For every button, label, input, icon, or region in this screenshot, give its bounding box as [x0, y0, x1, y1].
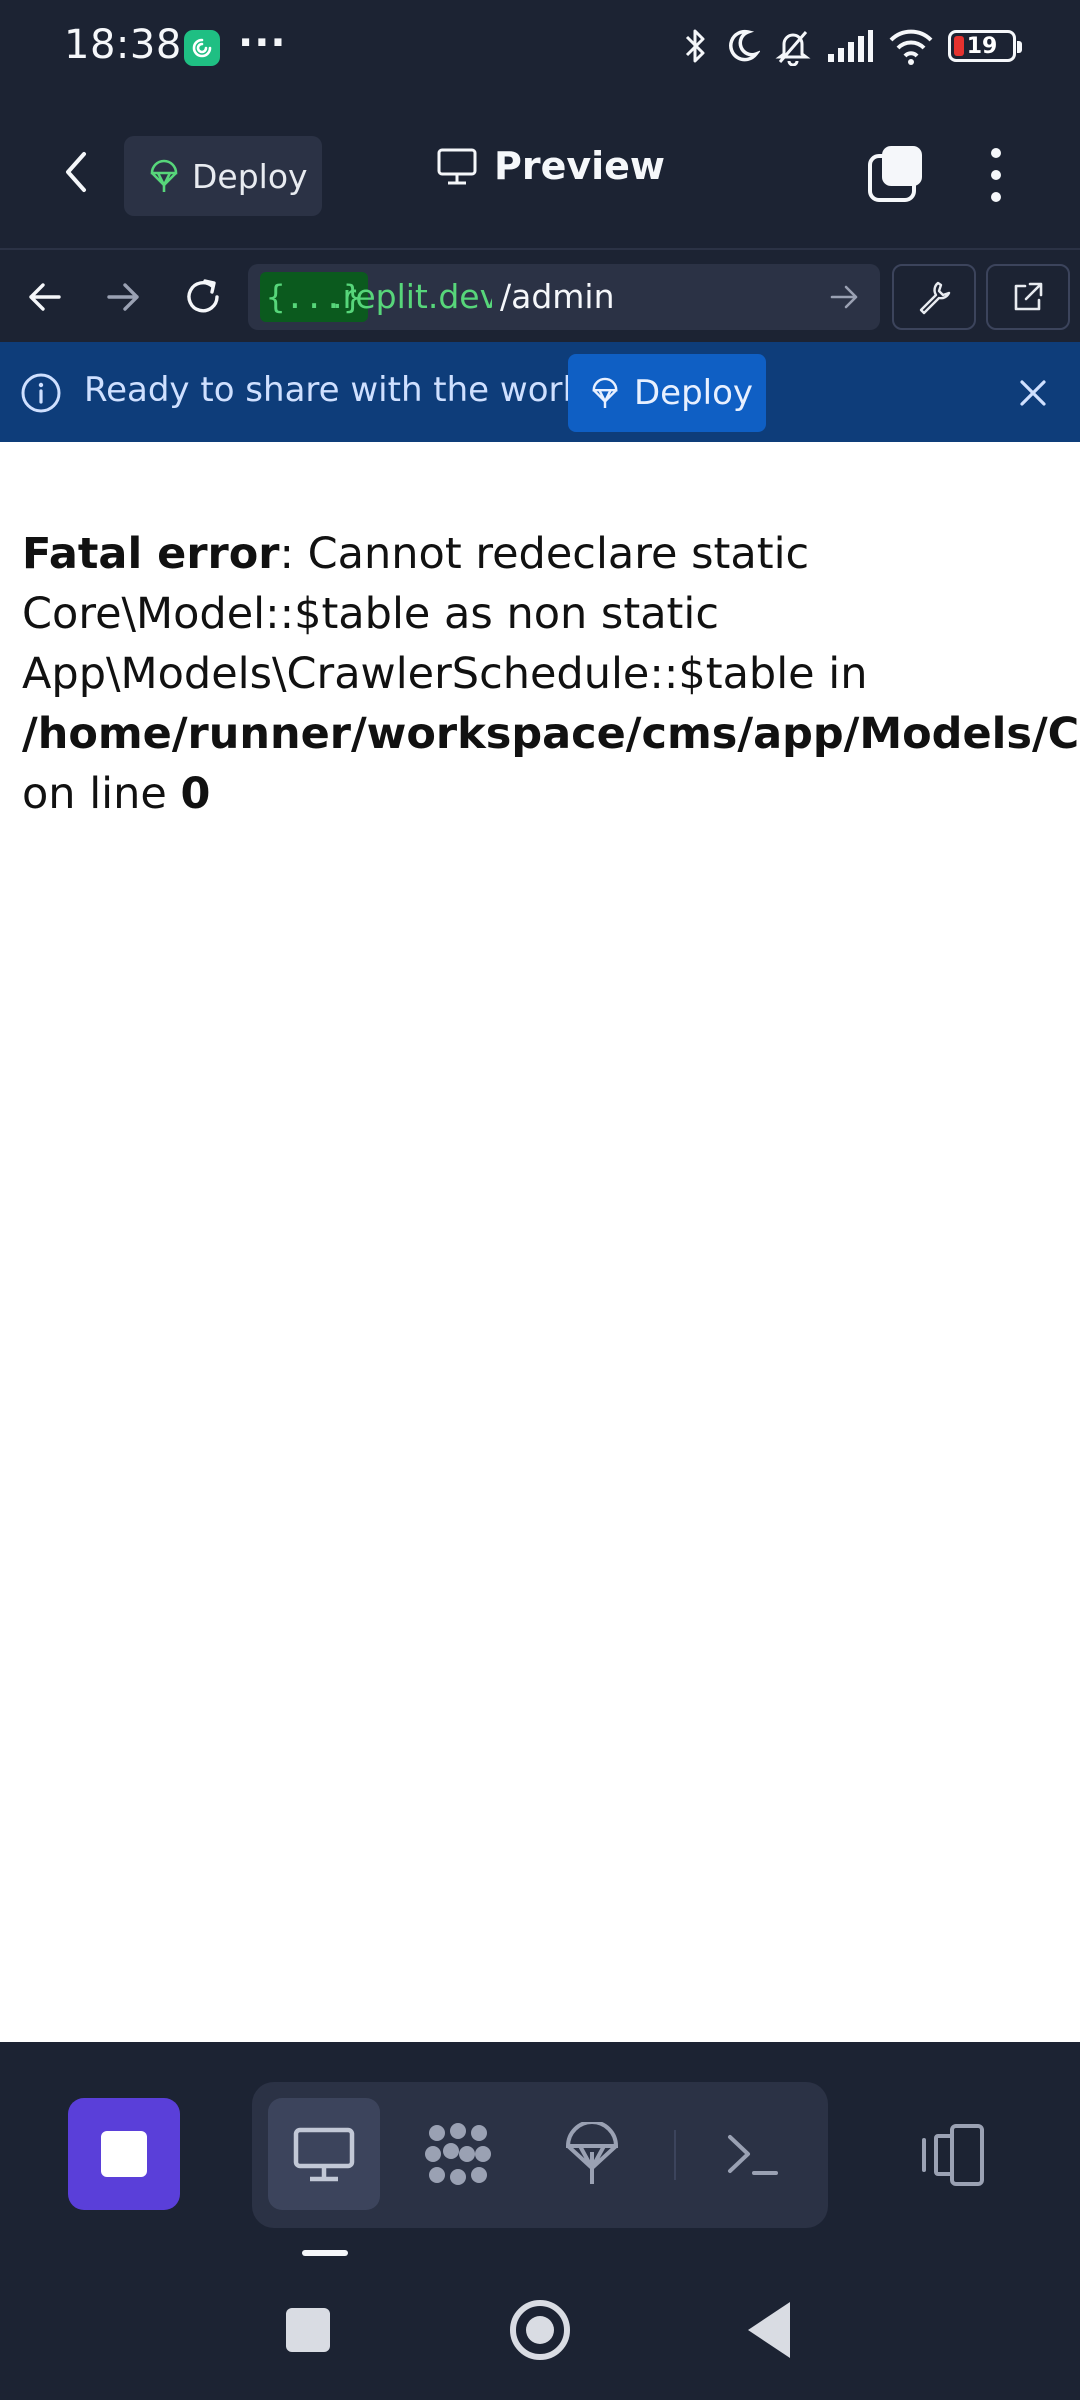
browser-back-button[interactable] [20, 272, 70, 322]
battery-level: 19 [966, 33, 998, 59]
deploy-tab-label: Deploy [192, 156, 308, 196]
banner-deploy-button[interactable]: Deploy [568, 354, 766, 432]
error-file-path: /home/runner/workspace/cms/app/Models/Cr… [22, 704, 1080, 764]
url-env-badge: {...} [260, 272, 369, 322]
stop-icon [101, 2131, 147, 2177]
system-back-button[interactable] [748, 2302, 790, 2358]
drag-handle[interactable] [302, 2250, 348, 2256]
deploy-icon [565, 2122, 619, 2184]
monitor-icon [293, 2127, 355, 2182]
home-button[interactable] [510, 2300, 570, 2360]
banner-deploy-label: Deploy [634, 373, 754, 413]
devtools-button[interactable] [892, 264, 976, 330]
tool-divider [674, 2130, 676, 2180]
url-path: /admin [492, 272, 615, 322]
external-link-icon [1014, 282, 1043, 311]
reload-button[interactable] [178, 272, 228, 322]
more-options-button[interactable] [966, 140, 1026, 210]
terminal-icon [728, 2135, 778, 2175]
deploy-tab-button[interactable]: Deploy [124, 136, 322, 216]
preview-tool-button[interactable] [268, 2098, 380, 2210]
more-dot [991, 192, 1001, 202]
monitor-icon [437, 148, 477, 185]
deploy-icon [150, 159, 178, 192]
url-bar[interactable]: {...} .replit.dev /admin [248, 264, 880, 330]
battery-icon: 19 [948, 30, 1022, 62]
recents-button[interactable] [286, 2308, 330, 2352]
stop-button[interactable] [68, 2098, 180, 2210]
error-path: /home/runner/workspace/cms/app/Models/Cr… [22, 709, 1080, 759]
deploy-banner: Ready to share with the world? Deploy [0, 342, 1080, 442]
browser-forward-button[interactable] [98, 272, 148, 322]
chevron-left-icon [66, 152, 86, 192]
deploy-icon [592, 377, 618, 408]
arrow-left-icon [29, 283, 61, 311]
moon-icon [729, 29, 760, 62]
layout-toggle-icon[interactable] [918, 2120, 988, 2190]
signal-icon [828, 30, 873, 62]
tool-switcher [252, 2082, 828, 2228]
arrow-right-icon [107, 283, 139, 311]
error-line-1: Fatal error: Cannot redeclare static [22, 524, 1080, 584]
status-bar: 18:38 ··· 19 [0, 0, 1080, 96]
bluetooth-icon [685, 29, 705, 63]
wifi-icon [889, 29, 933, 65]
status-icons: 19 [680, 26, 1022, 66]
app-header: Deploy Preview [0, 96, 1080, 248]
error-line-3: App\Models\CrawlerSchedule::$table in [22, 649, 868, 699]
status-overflow-icon: ··· [238, 20, 287, 66]
replit-app-icon [184, 30, 220, 66]
url-go-icon[interactable] [828, 280, 862, 314]
error-line-info: on line 0 [22, 764, 1080, 824]
page-title: Preview [436, 144, 665, 188]
back-button[interactable] [44, 140, 108, 204]
status-time: 18:38 [64, 22, 182, 68]
fatal-error-message: Fatal error: Cannot redeclare static Cor… [22, 524, 1080, 824]
shell-tool-button[interactable] [696, 2098, 808, 2210]
bell-off-icon [775, 31, 811, 66]
close-icon [1020, 380, 1046, 406]
deploy-tool-button[interactable] [536, 2098, 648, 2210]
agent-tool-button[interactable] [402, 2098, 514, 2210]
agent-icon [425, 2123, 491, 2185]
on-line-label: on line [22, 769, 181, 819]
error-line-number: 0 [180, 769, 211, 819]
page-title-text: Preview [494, 144, 666, 188]
more-dot [991, 170, 1001, 180]
system-nav-bar [0, 2260, 1080, 2400]
error-message-part1: : Cannot redeclare static [279, 529, 810, 579]
tabs-icon [868, 146, 922, 202]
banner-message: Ready to share with the world? [84, 370, 612, 410]
info-icon [21, 373, 61, 413]
open-new-tab-button[interactable] [986, 264, 1070, 330]
preview-webview[interactable]: Fatal error: Cannot redeclare static Cor… [0, 442, 1080, 2042]
tabs-button[interactable] [864, 142, 928, 206]
error-label: Fatal error [22, 529, 280, 579]
reload-icon [187, 279, 219, 313]
error-line-2: Core\Model::$table as non static [22, 589, 719, 639]
browser-bar: {...} .replit.dev /admin [0, 248, 1080, 342]
bottom-toolbar [0, 2042, 1080, 2260]
more-dot [991, 148, 1001, 158]
banner-close-button[interactable] [1008, 368, 1058, 418]
url-domain: .replit.dev [332, 277, 500, 316]
wrench-icon [919, 281, 951, 315]
